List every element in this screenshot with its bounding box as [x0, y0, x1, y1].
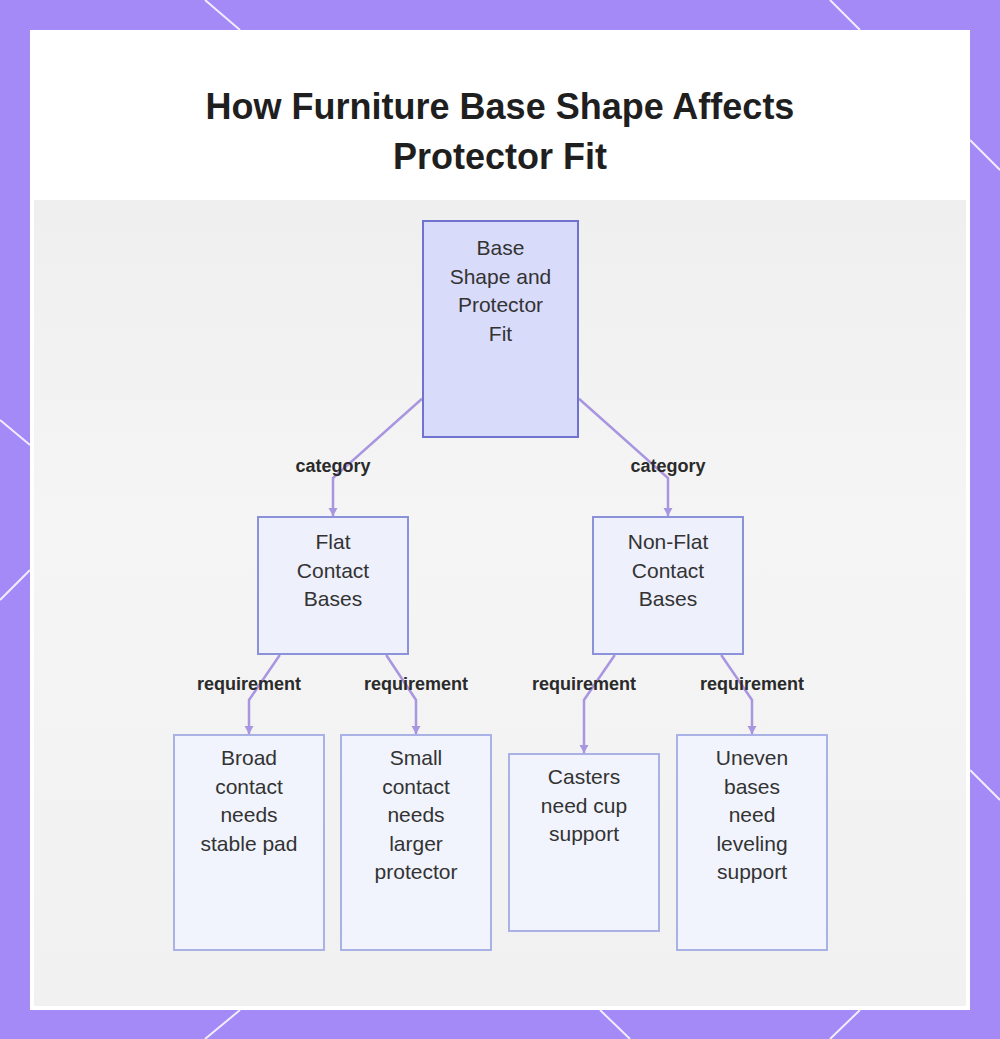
requirement-box: Casters need cup support — [508, 753, 660, 932]
arrow-head — [329, 508, 338, 516]
connector — [584, 655, 615, 753]
node-label: Base Shape and Protector Fit — [449, 234, 553, 348]
arrow-head — [664, 508, 673, 516]
edge-label: requirement — [197, 674, 301, 695]
node-label: Casters need cup support — [532, 763, 636, 849]
edge-label: category — [630, 456, 705, 477]
arrow-head — [580, 745, 589, 753]
edge-label: category — [295, 456, 370, 477]
arrow-head — [748, 726, 757, 734]
requirement-box: Broad contact needs stable pad — [173, 734, 325, 951]
node-label: Non-Flat Contact Bases — [616, 528, 720, 614]
requirement-box: Small contact needs larger protector — [340, 734, 492, 951]
requirement-box: Uneven bases need leveling support — [676, 734, 828, 951]
arrow-head — [412, 726, 421, 734]
category-box: Flat Contact Bases — [257, 516, 409, 655]
edge-label: requirement — [532, 674, 636, 695]
connector — [721, 655, 752, 734]
arrow-head — [245, 726, 254, 734]
edge-label: requirement — [700, 674, 804, 695]
node-label: Broad contact needs stable pad — [197, 744, 301, 858]
node-label: Small contact needs larger protector — [364, 744, 468, 887]
category-box: Non-Flat Contact Bases — [592, 516, 744, 655]
diagram-title: How Furniture Base Shape Affects Protect… — [150, 82, 850, 182]
node-label: Flat Contact Bases — [281, 528, 385, 614]
connector — [386, 655, 416, 734]
connector — [249, 655, 280, 734]
node-label: Uneven bases need leveling support — [700, 744, 804, 887]
edge-label: requirement — [364, 674, 468, 695]
root-box: Base Shape and Protector Fit — [422, 220, 579, 438]
